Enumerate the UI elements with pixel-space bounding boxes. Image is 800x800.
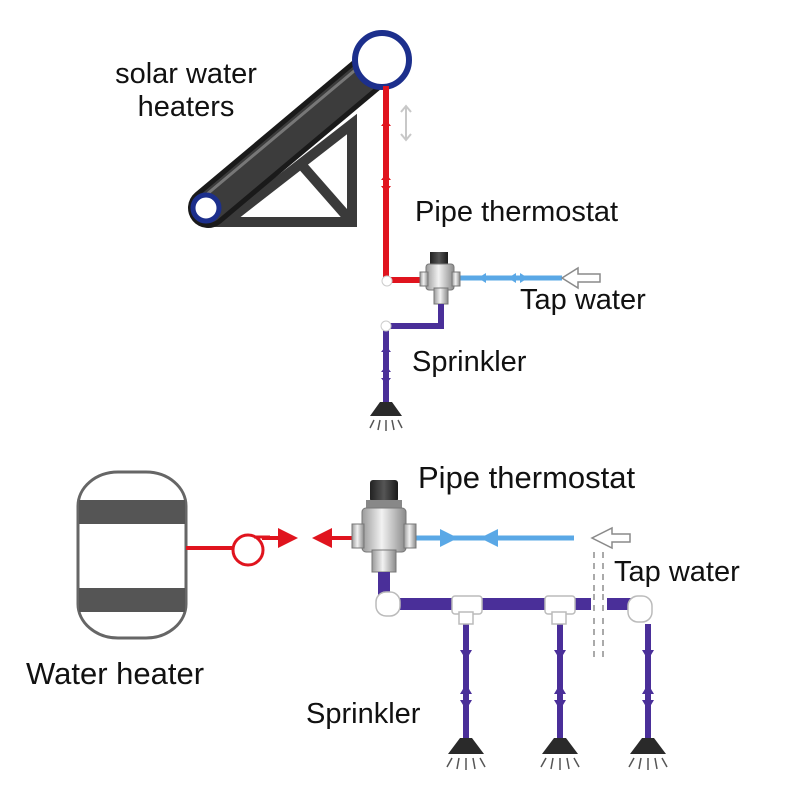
solar-heater-label-line1: solar water xyxy=(115,58,257,90)
flow-arrow-icon xyxy=(381,120,391,192)
pipe-tee-icon xyxy=(544,595,576,625)
pipe-tee-icon xyxy=(451,595,483,625)
pipe-elbow-icon xyxy=(380,320,392,332)
pipe-thermostat-label-bottom: Pipe thermostat xyxy=(418,460,636,495)
flow-arrow-icon xyxy=(460,650,654,710)
pipe-elbow-icon xyxy=(375,591,401,617)
solar-panel-icon xyxy=(188,30,412,228)
mixed-water-pipe xyxy=(383,304,444,404)
sprinkler-head-icon xyxy=(540,738,580,770)
flow-arrow-icon xyxy=(400,104,412,142)
pipe-thermostat-icon xyxy=(351,480,417,573)
sprinkler-head-icon xyxy=(628,738,668,770)
flow-arrow-icon xyxy=(381,346,391,384)
solar-heater-label-line2: heaters xyxy=(137,91,235,124)
flow-arrow-icon xyxy=(278,528,332,548)
sprinkler-head-icon xyxy=(369,402,403,431)
sprinkler-head-icon xyxy=(446,738,486,770)
tap-water-label-top: Tap water xyxy=(520,284,646,316)
solar-heater-label: solar water heaters xyxy=(96,58,276,125)
sprinkler-label-top: Sprinkler xyxy=(412,346,527,378)
pipe-thermostat-label-top: Pipe thermostat xyxy=(415,196,619,228)
water-heater-system-diagram xyxy=(76,470,668,770)
cold-water-pipe xyxy=(402,529,574,547)
solar-system-diagram xyxy=(188,30,601,431)
hot-water-pipe xyxy=(383,86,430,283)
cold-water-pipe xyxy=(456,273,562,283)
sprinkler-label-bottom: Sprinkler xyxy=(306,698,421,730)
pipe-elbow-icon xyxy=(381,275,393,287)
pipe-elbow-icon xyxy=(627,595,653,623)
pipe-break-marker xyxy=(593,552,604,660)
flow-arrow-icon xyxy=(590,526,631,550)
water-heater-tank-icon xyxy=(76,470,188,640)
pipe-break-marker xyxy=(593,594,604,616)
mixed-water-pipe xyxy=(463,620,651,738)
tap-water-label-bottom: Tap water xyxy=(614,556,740,588)
water-heater-label: Water heater xyxy=(26,656,205,691)
solar-panel-frame xyxy=(211,113,357,227)
pipe-thermostat-icon xyxy=(419,252,461,305)
hot-water-pipe xyxy=(186,536,360,550)
pump-icon xyxy=(231,533,270,567)
flow-arrow-icon xyxy=(560,266,601,290)
